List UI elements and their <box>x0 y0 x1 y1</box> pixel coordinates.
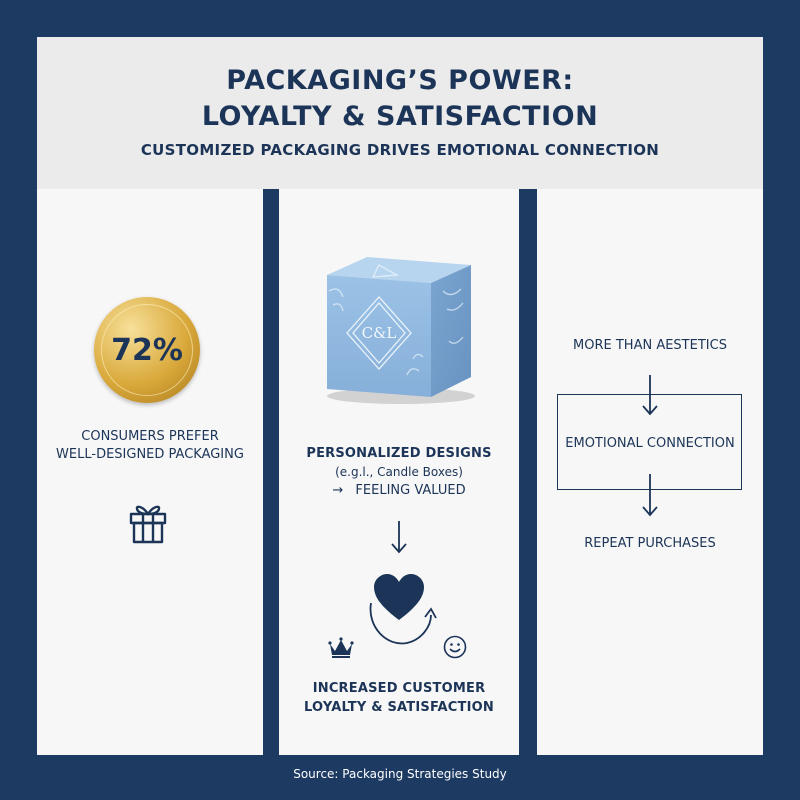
aesthetics-text: MORE THAN AESTETICS <box>573 338 727 353</box>
source-footnote: Source: Packaging Strategies Study <box>293 767 507 781</box>
personalized-example: (e.g.l., Candle Boxes) <box>335 465 463 479</box>
page-title-line2: LOYALTY & SATISFACTION <box>201 101 599 132</box>
candle-box-image: C&L <box>327 257 475 404</box>
outcome-line1: INCREASED CUSTOMER <box>312 681 486 696</box>
page-title-line1: PACKAGING’S POWER: <box>226 65 574 96</box>
smiley-icon <box>443 635 467 659</box>
stat-value: 72% <box>101 304 193 396</box>
arrow-down-icon <box>642 474 658 517</box>
page-subtitle: CUSTOMIZED PACKAGING DRIVES EMOTIONAL CO… <box>140 141 660 159</box>
personalized-heading: PERSONALIZED DESIGNS <box>306 446 492 461</box>
center-panel: C&L PERSONALIZED DESIGNS (e.g.l., Candle… <box>279 189 519 755</box>
arrow-right-icon: → <box>332 483 344 498</box>
right-panel: MORE THAN AESTETICS EMOTIONAL CONNECTION… <box>537 189 763 755</box>
left-panel: 72% CONSUMERS PREFER WELL-DESIGNED PACKA… <box>37 189 263 755</box>
emotional-connection-text: EMOTIONAL CONNECTION <box>565 436 735 451</box>
feeling-valued-row: → FEELING VALUED <box>279 483 519 498</box>
crown-icon <box>328 637 354 658</box>
stat-medal: 72% <box>94 297 200 403</box>
stat-caption-line2: WELL-DESIGNED PACKAGING <box>56 447 244 462</box>
header: PACKAGING’S POWER: LOYALTY & SATISFACTIO… <box>37 37 763 189</box>
feeling-valued-text: FEELING VALUED <box>355 483 466 498</box>
gift-icon <box>129 505 167 544</box>
outcome-line2: LOYALTY & SATISFACTION <box>304 700 494 715</box>
arrow-down-icon <box>391 521 407 554</box>
repeat-purchases-text: REPEAT PURCHASES <box>584 536 716 551</box>
cycle-arrow-icon <box>369 602 437 645</box>
heart-icon <box>374 574 424 620</box>
stat-caption-line1: CONSUMERS PREFER <box>81 429 219 444</box>
box-logo-text: C&L <box>362 324 397 342</box>
